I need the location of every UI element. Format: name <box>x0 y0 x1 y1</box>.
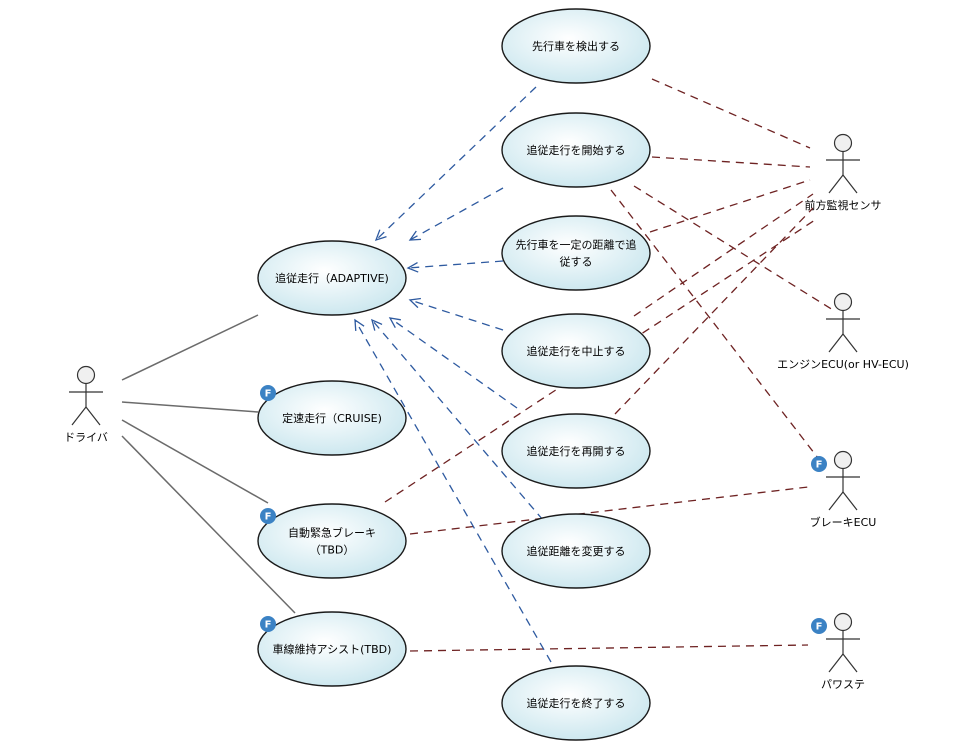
actor-stick-figure-icon <box>69 365 103 426</box>
usecase-label: 追従距離を変更する <box>527 544 626 558</box>
dependency-start-adaptive <box>408 187 504 241</box>
trace-link-lka-power_steer <box>409 644 809 652</box>
actor-engine_ecu[interactable]: エンジンECU(or HV-ECU) <box>777 292 909 372</box>
trace-link-resume-front_sensor <box>614 207 814 415</box>
actor-label: ブレーキECU <box>810 515 877 529</box>
usecase-aeb[interactable]: 自動緊急ブレーキ （TBD） F <box>257 503 407 579</box>
usecase-ellipse <box>257 240 407 316</box>
feature-badge-icon: F <box>811 456 827 472</box>
association-driver-aeb <box>121 419 269 504</box>
arrowhead <box>406 261 419 273</box>
usecase-ellipse <box>501 313 651 389</box>
svg-text:F: F <box>816 460 823 471</box>
actor-label: ドライバ <box>64 431 108 444</box>
trace-link-stop-front_sensor <box>633 193 814 317</box>
actor-power_steer[interactable]: パワステ F <box>811 612 865 692</box>
trace-link-start-brake_ecu <box>610 189 819 459</box>
trace-link-start-front_sensor <box>651 156 811 168</box>
trace-link-start-engine_ecu <box>633 185 834 311</box>
feature-badge-icon: F <box>260 508 276 524</box>
dependency-end-adaptive <box>354 318 552 663</box>
arrowhead <box>408 230 422 241</box>
dependency-resume-adaptive <box>388 317 518 409</box>
actor-label: 前方監視センサ <box>805 198 882 212</box>
actor-driver[interactable]: ドライバ <box>64 365 108 445</box>
svg-text:F: F <box>265 389 272 400</box>
dependency-layer <box>354 86 552 663</box>
usecase-label: 追従走行を再開する <box>527 444 626 458</box>
arrowhead <box>374 229 387 242</box>
usecase-ellipse <box>501 665 651 741</box>
usecase-ellipse <box>501 215 651 291</box>
feature-badge-icon: F <box>811 618 827 634</box>
usecase-label: 従する <box>560 256 593 269</box>
usecase-ellipse <box>257 611 407 687</box>
dependency-keep-adaptive <box>406 260 504 273</box>
usecase-label: 追従走行を終了する <box>527 696 626 710</box>
actor-label: パワステ <box>821 678 865 691</box>
usecase-start[interactable]: 追従走行を開始する <box>501 112 651 188</box>
association-driver-cruise <box>121 401 259 413</box>
usecase-adaptive[interactable]: 追従走行（ADAPTIVE) <box>257 240 407 316</box>
arrowhead <box>371 318 383 331</box>
arrowhead <box>354 318 365 332</box>
usecase-end[interactable]: 追従走行を終了する <box>501 665 651 741</box>
usecase-change[interactable]: 追従距離を変更する <box>501 513 651 589</box>
usecase-ellipse <box>501 513 651 589</box>
usecase-ellipse <box>257 503 407 579</box>
actor-stick-figure-icon <box>826 133 860 194</box>
usecase-label: 定速走行（CRUISE) <box>282 411 382 425</box>
arrowhead <box>388 317 401 328</box>
usecase-cruise[interactable]: 定速走行（CRUISE) F <box>257 380 407 456</box>
dependency-change-adaptive <box>371 318 544 521</box>
usecase-detect[interactable]: 先行車を検出する <box>501 8 651 84</box>
usecase-ellipse <box>501 413 651 489</box>
svg-text:F: F <box>265 512 272 523</box>
dependency-stop-adaptive <box>408 297 504 331</box>
association-driver-lka <box>121 435 296 614</box>
actor-stick-figure-icon <box>826 292 860 353</box>
usecase-label: 追従走行を開始する <box>527 143 626 157</box>
feature-badge-icon: F <box>260 385 276 401</box>
trace-link-aeb-brake_ecu <box>409 486 809 535</box>
svg-text:F: F <box>816 622 823 633</box>
usecase-label: 先行車を検出する <box>532 39 620 53</box>
association-driver-adaptive <box>121 314 259 381</box>
usecase-label: 先行車を一定の距離で追 <box>516 238 637 252</box>
usecase-ellipse <box>501 8 651 84</box>
usecase-ellipse <box>501 112 651 188</box>
dependency-detect-adaptive <box>374 86 537 242</box>
usecase-label: 車線維持アシスト(TBD) <box>273 642 392 656</box>
actor-brake_ecu[interactable]: ブレーキECU F <box>810 450 877 530</box>
usecase-label: 追従走行を中止する <box>527 344 626 358</box>
association-layer <box>121 314 296 614</box>
feature-badge-icon: F <box>260 616 276 632</box>
arrowhead <box>408 297 421 309</box>
actor-label: エンジンECU(or HV-ECU) <box>777 358 909 371</box>
svg-text:F: F <box>265 620 272 631</box>
usecase-label: 自動緊急ブレーキ <box>288 526 376 540</box>
usecase-layer: 先行車を検出する追従走行を開始する先行車を一定の距離で追従する追従走行を中止する… <box>257 8 651 741</box>
usecase-stop[interactable]: 追従走行を中止する <box>501 313 651 389</box>
usecase-lka[interactable]: 車線維持アシスト(TBD)F <box>257 611 407 687</box>
trace-link-keep-front_sensor <box>649 179 811 233</box>
actor-stick-figure-icon <box>826 450 860 511</box>
actor-front_sensor[interactable]: 前方監視センサ <box>805 133 882 213</box>
actor-stick-figure-icon <box>826 612 860 673</box>
trace-link-detect-front_sensor <box>651 78 811 149</box>
usecase-resume[interactable]: 追従走行を再開する <box>501 413 651 489</box>
usecase-label: 追従走行（ADAPTIVE) <box>275 271 389 285</box>
usecase-ellipse <box>257 380 407 456</box>
usecase-label: （TBD） <box>310 544 355 557</box>
